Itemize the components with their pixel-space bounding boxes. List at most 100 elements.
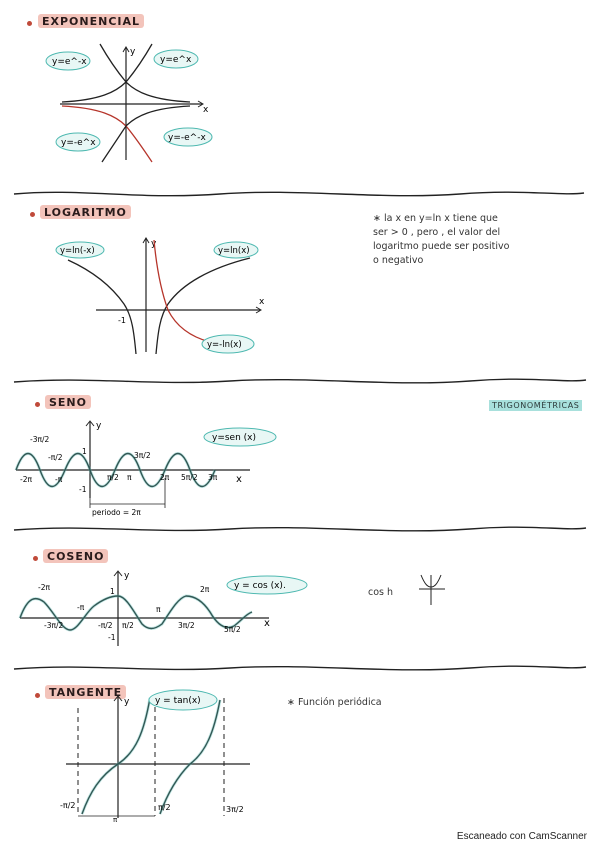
label-bubble: [163, 127, 213, 147]
label-neg-e-neg-x: y=-e^-x: [168, 133, 206, 143]
bullet-dot: [33, 556, 38, 561]
label-neg-ln-x: y=-ln(x): [207, 340, 242, 350]
label-ln-neg-x: y=ln(-x): [60, 246, 95, 256]
tick-label: -3π/2: [30, 435, 50, 444]
x-arrow: [197, 100, 204, 108]
label-bubble: [55, 132, 101, 152]
exponential-graph: x y y=e^-x y=e^x y=-e^x y=-e^-x: [45, 43, 213, 163]
label-cos: y = cos (x).: [234, 581, 286, 591]
tick-label: 5π/2: [224, 625, 241, 634]
tick-label: π/2: [107, 473, 119, 482]
tick-label: 3π/2: [226, 805, 244, 814]
y-arrow: [113, 570, 123, 577]
bullet-dot: [35, 693, 40, 698]
tick-label: 5π/2: [181, 473, 198, 482]
tick-label: -1: [108, 633, 116, 642]
curve-ln-neg-x: [67, 259, 137, 355]
tangent-graph: y -π/2 π/2 3π/2 π: [60, 695, 250, 822]
cosine-shadow: [18, 594, 253, 632]
tick-label: 2π: [200, 585, 210, 594]
y-arrow: [122, 46, 130, 53]
trigonometricas-tag: TRIGONOMÉTRICAS: [489, 400, 583, 411]
section-title-tangente: TANGENTE: [45, 685, 127, 699]
log-graph: x y -1 y=ln(-x) y=ln(x) y=-ln(x): [55, 237, 265, 355]
tick-label: -π: [77, 603, 85, 612]
cosh-sketch: [419, 574, 445, 605]
period-label: periodo = 2π: [92, 508, 141, 517]
y-axis-label: y: [130, 47, 136, 57]
tick-label: -π/2: [60, 801, 76, 810]
label-ln-x: y=ln(x): [218, 246, 250, 256]
bullet-dot: [30, 212, 35, 217]
section-title-seno: SENO: [45, 395, 91, 409]
curve-ln-x: [155, 257, 251, 355]
x-arrow: [255, 306, 262, 314]
tick-label: -1: [79, 485, 87, 494]
curve-neg-e-neg-x: [101, 105, 191, 163]
wavy-divider: [13, 191, 585, 197]
sine-graph: y x -3π/2 -π/2 -2π -π π/2 π 3π/2 2π 5π/2…: [14, 420, 250, 517]
label-tan: y = tan(x): [155, 696, 201, 706]
tick-label: -π/2: [98, 621, 113, 630]
label-e-neg-x: y=e^-x: [52, 57, 87, 67]
label-bubble-tan: y = tan(x): [148, 689, 218, 711]
tan-branch-shadow: [158, 699, 222, 815]
tick-label: π/2: [158, 803, 171, 812]
section-title-exponencial: EXPONENCIAL: [38, 14, 145, 28]
tick-label: -π: [55, 475, 63, 484]
x-axis-label: x: [203, 105, 209, 115]
curve-neg-ln-x: [153, 239, 211, 343]
cosine-curve: [19, 595, 253, 631]
scanner-watermark: Escaneado con CamScanner: [456, 831, 587, 842]
wavy-divider: [13, 665, 587, 671]
sine-shadow: [14, 452, 217, 488]
note-line: ∗ la x en y=ln x tiene que: [373, 213, 498, 224]
y-arrow: [113, 695, 123, 702]
section-title-logaritmo: LOGARITMO: [40, 205, 131, 219]
tick-label: -2π: [20, 475, 32, 484]
log-note: ∗ la x en y=ln x tiene que ser > 0 , per…: [373, 212, 509, 268]
tick-label: 3π/2: [178, 621, 195, 630]
label-neg-e-x: y=-e^x: [61, 138, 96, 148]
tick-label: 1: [110, 587, 115, 596]
tick-label: -3π/2: [44, 621, 64, 630]
tick-label: 3π/2: [134, 451, 151, 460]
note-line: ser > 0 , pero , el valor del: [373, 227, 501, 238]
y-axis-label: y: [124, 697, 130, 707]
label-sen: y=sen (x): [212, 433, 256, 443]
label-bubble: [153, 49, 199, 69]
label-bubble: [213, 241, 259, 259]
section-title-coseno: COSENO: [43, 549, 109, 563]
curve-e-neg-x: [99, 43, 191, 103]
tan-branch: [81, 697, 151, 815]
label-bubble: [55, 241, 105, 259]
tick-label: -π/2: [48, 453, 63, 462]
tick-label: π/2: [122, 621, 134, 630]
tick-label: 3π: [208, 473, 218, 482]
tick-label: π: [156, 605, 161, 614]
label-bubble-sen: y=sen (x): [203, 427, 277, 447]
tick-label: π: [127, 473, 132, 482]
wavy-divider: [13, 526, 587, 532]
x-axis-label: x: [264, 618, 270, 629]
sine-curve: [15, 452, 216, 488]
tangent-note: ∗ Función periódica: [287, 697, 382, 708]
tick-label: 1: [82, 447, 87, 456]
bullet-dot: [35, 402, 40, 407]
y-axis-label: y: [124, 571, 130, 581]
y-arrow: [85, 420, 95, 427]
tick-label: 2π: [160, 473, 170, 482]
label-bubble-cos: y = cos (x).: [226, 575, 308, 595]
cosine-graph: y x -2π -π -3π/2 -π/2 π/2 π 2π 3π/2 5π/2…: [18, 570, 270, 646]
tick-label: -2π: [38, 583, 50, 592]
note-line: logaritmo puede ser positivo: [373, 241, 510, 252]
tan-branch: [159, 699, 221, 815]
x-axis-label: x: [259, 297, 265, 307]
label-bubble: [201, 334, 255, 354]
y-axis-label: y: [96, 421, 102, 431]
note-line: o negativo: [373, 255, 424, 266]
tick-label: π: [113, 816, 118, 822]
label-bubble: [45, 51, 91, 71]
bullet-dot: [27, 21, 32, 26]
